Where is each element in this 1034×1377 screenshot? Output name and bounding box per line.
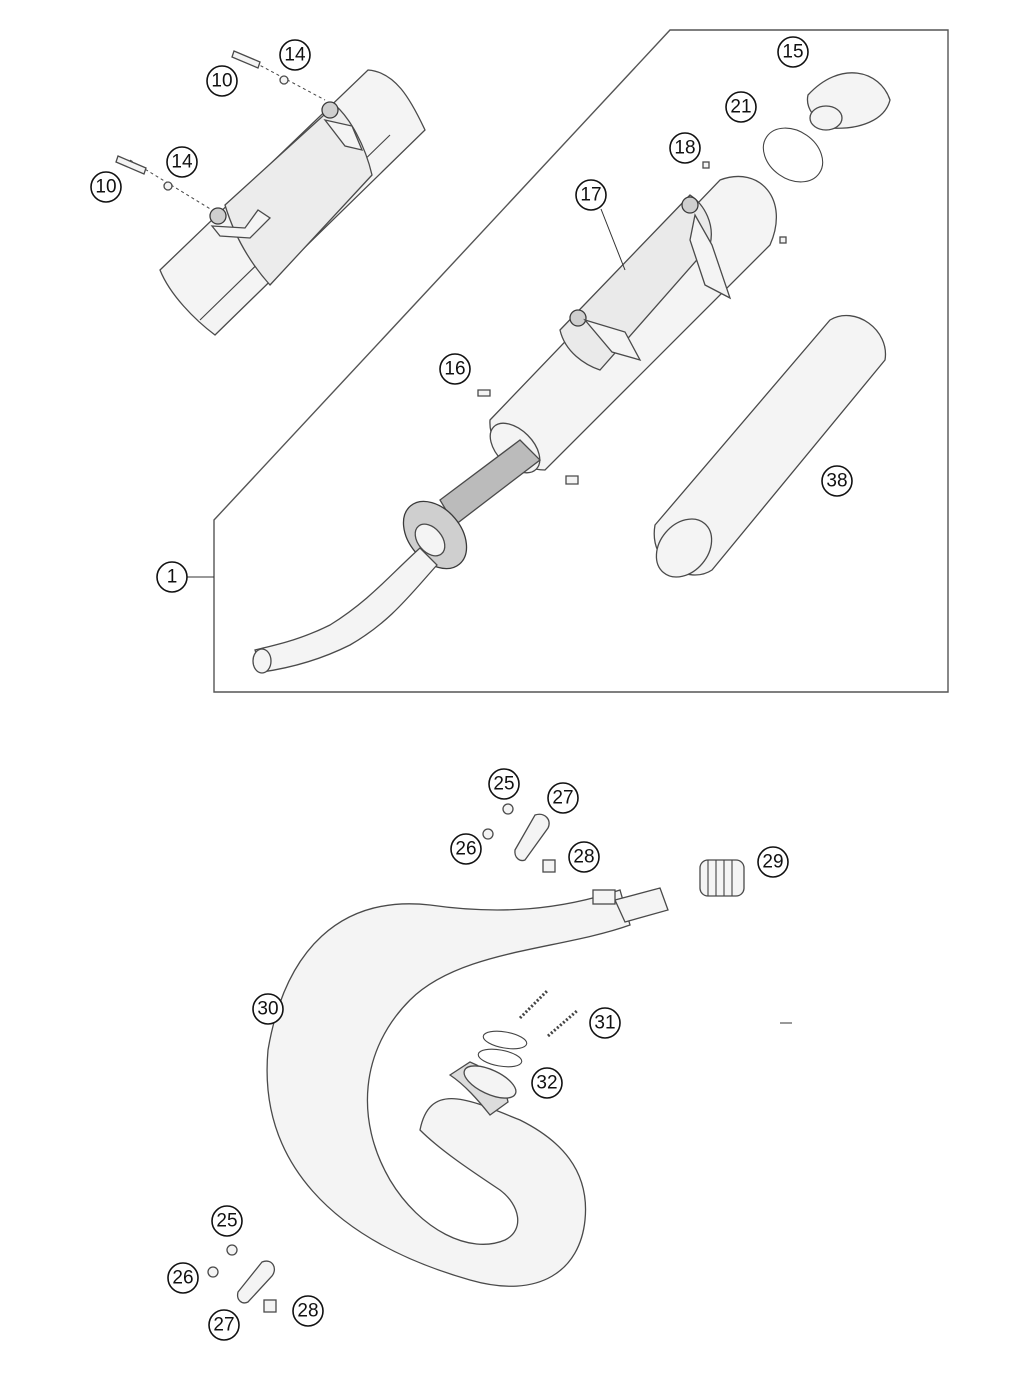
callout-21: 21 — [725, 91, 757, 123]
callout-38: 38 — [821, 465, 853, 497]
svg-text:28: 28 — [573, 847, 594, 868]
svg-text:17: 17 — [580, 185, 601, 206]
callout-28-upper: 28 — [568, 841, 600, 873]
callout-16: 16 — [439, 353, 471, 385]
svg-text:15: 15 — [782, 42, 803, 63]
svg-text:26: 26 — [455, 839, 476, 860]
callout-30: 30 — [252, 993, 284, 1025]
leader-lines — [187, 208, 792, 1024]
callout-26-lower: 26 — [167, 1262, 199, 1294]
callout-14-a: 14 — [279, 39, 311, 71]
svg-text:14: 14 — [284, 45, 306, 66]
callout-17: 17 — [575, 179, 607, 211]
svg-text:27: 27 — [213, 1315, 234, 1336]
callout-27-upper: 27 — [547, 782, 579, 814]
svg-text:25: 25 — [216, 1211, 237, 1232]
rubber-sleeve — [699, 859, 745, 897]
callout-31: 31 — [589, 1007, 621, 1039]
svg-text:38: 38 — [826, 471, 847, 492]
svg-text:16: 16 — [444, 359, 465, 380]
svg-text:30: 30 — [257, 999, 278, 1020]
callout-1: 1 — [156, 561, 188, 593]
callout-14-b: 14 — [166, 146, 198, 178]
silencer-packing — [653, 314, 887, 578]
callout-27-lower: 27 — [208, 1309, 240, 1341]
callout-18: 18 — [669, 132, 701, 164]
callout-15: 15 — [777, 36, 809, 68]
callout-10-a: 10 — [206, 65, 238, 97]
svg-text:14: 14 — [171, 152, 193, 173]
callout-32: 32 — [531, 1067, 563, 1099]
svg-text:10: 10 — [95, 177, 116, 198]
exhaust-header-pipe — [207, 803, 745, 1313]
callout-25-lower: 25 — [211, 1205, 243, 1237]
svg-text:27: 27 — [552, 788, 573, 809]
svg-text:28: 28 — [297, 1301, 318, 1322]
svg-text:18: 18 — [674, 138, 695, 159]
callout-29: 29 — [757, 846, 789, 878]
svg-text:10: 10 — [211, 71, 232, 92]
callout-10-b: 10 — [90, 171, 122, 203]
svg-text:21: 21 — [730, 97, 751, 118]
svg-text:32: 32 — [536, 1073, 557, 1094]
svg-text:1: 1 — [167, 567, 178, 588]
callout-25-upper: 25 — [488, 768, 520, 800]
assembly-1-frame — [213, 29, 949, 693]
mounting-detail-inset — [115, 50, 426, 336]
svg-text:29: 29 — [762, 852, 783, 873]
svg-text:26: 26 — [172, 1268, 193, 1289]
svg-text:31: 31 — [594, 1013, 615, 1034]
callout-28-lower: 28 — [292, 1295, 324, 1327]
silencer-assembly — [252, 72, 891, 674]
svg-text:25: 25 — [493, 774, 514, 795]
callout-26-upper: 26 — [450, 833, 482, 865]
